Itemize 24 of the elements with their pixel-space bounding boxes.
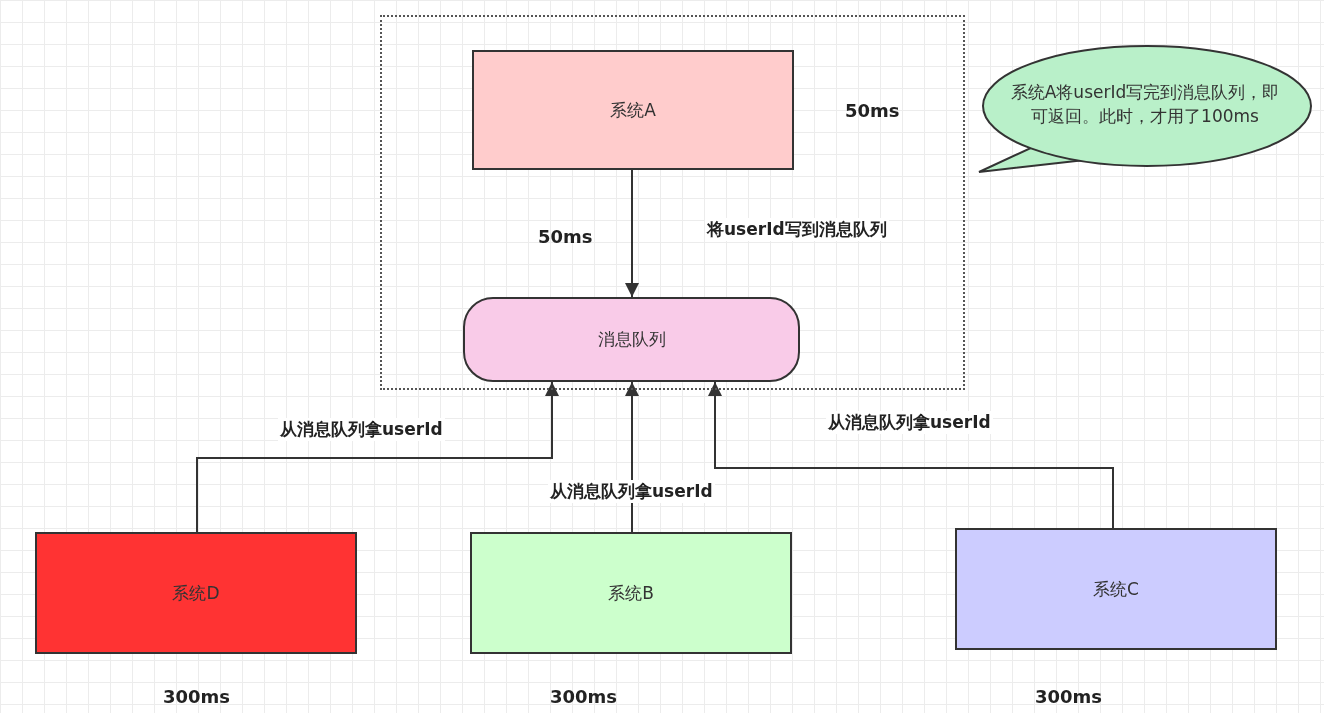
queue-pill xyxy=(463,297,800,382)
node-text: 系统B xyxy=(608,581,654,605)
edge-label: 将userId写到消息队列 xyxy=(705,218,889,241)
edge-label: 从消息队列拿userId xyxy=(278,418,445,441)
process-box xyxy=(35,532,357,654)
node-text: 系统A xyxy=(610,98,656,122)
node-text: 消息队列 xyxy=(597,328,666,351)
edge-label: 从消息队列拿userId xyxy=(548,480,715,503)
time-label: 300ms xyxy=(163,686,231,707)
edge-label: 从消息队列拿userId xyxy=(826,411,993,434)
time-label: 50ms xyxy=(538,226,593,247)
dashed-group-box xyxy=(380,15,965,390)
arrow xyxy=(625,169,639,298)
time-label: 50ms xyxy=(845,100,900,121)
process-box xyxy=(955,528,1277,650)
time-label: 300ms xyxy=(550,686,618,707)
arrow xyxy=(708,381,1114,529)
process-box xyxy=(470,532,792,654)
process-box xyxy=(472,50,794,170)
time-label: 300ms xyxy=(1035,686,1103,707)
node-text: 系统A将userId写完到消息队列，即可返回。此时，才用了100ms xyxy=(1010,81,1280,128)
node-text: 系统D xyxy=(172,581,220,605)
node-text: 系统C xyxy=(1093,577,1139,601)
arrow xyxy=(196,381,559,533)
